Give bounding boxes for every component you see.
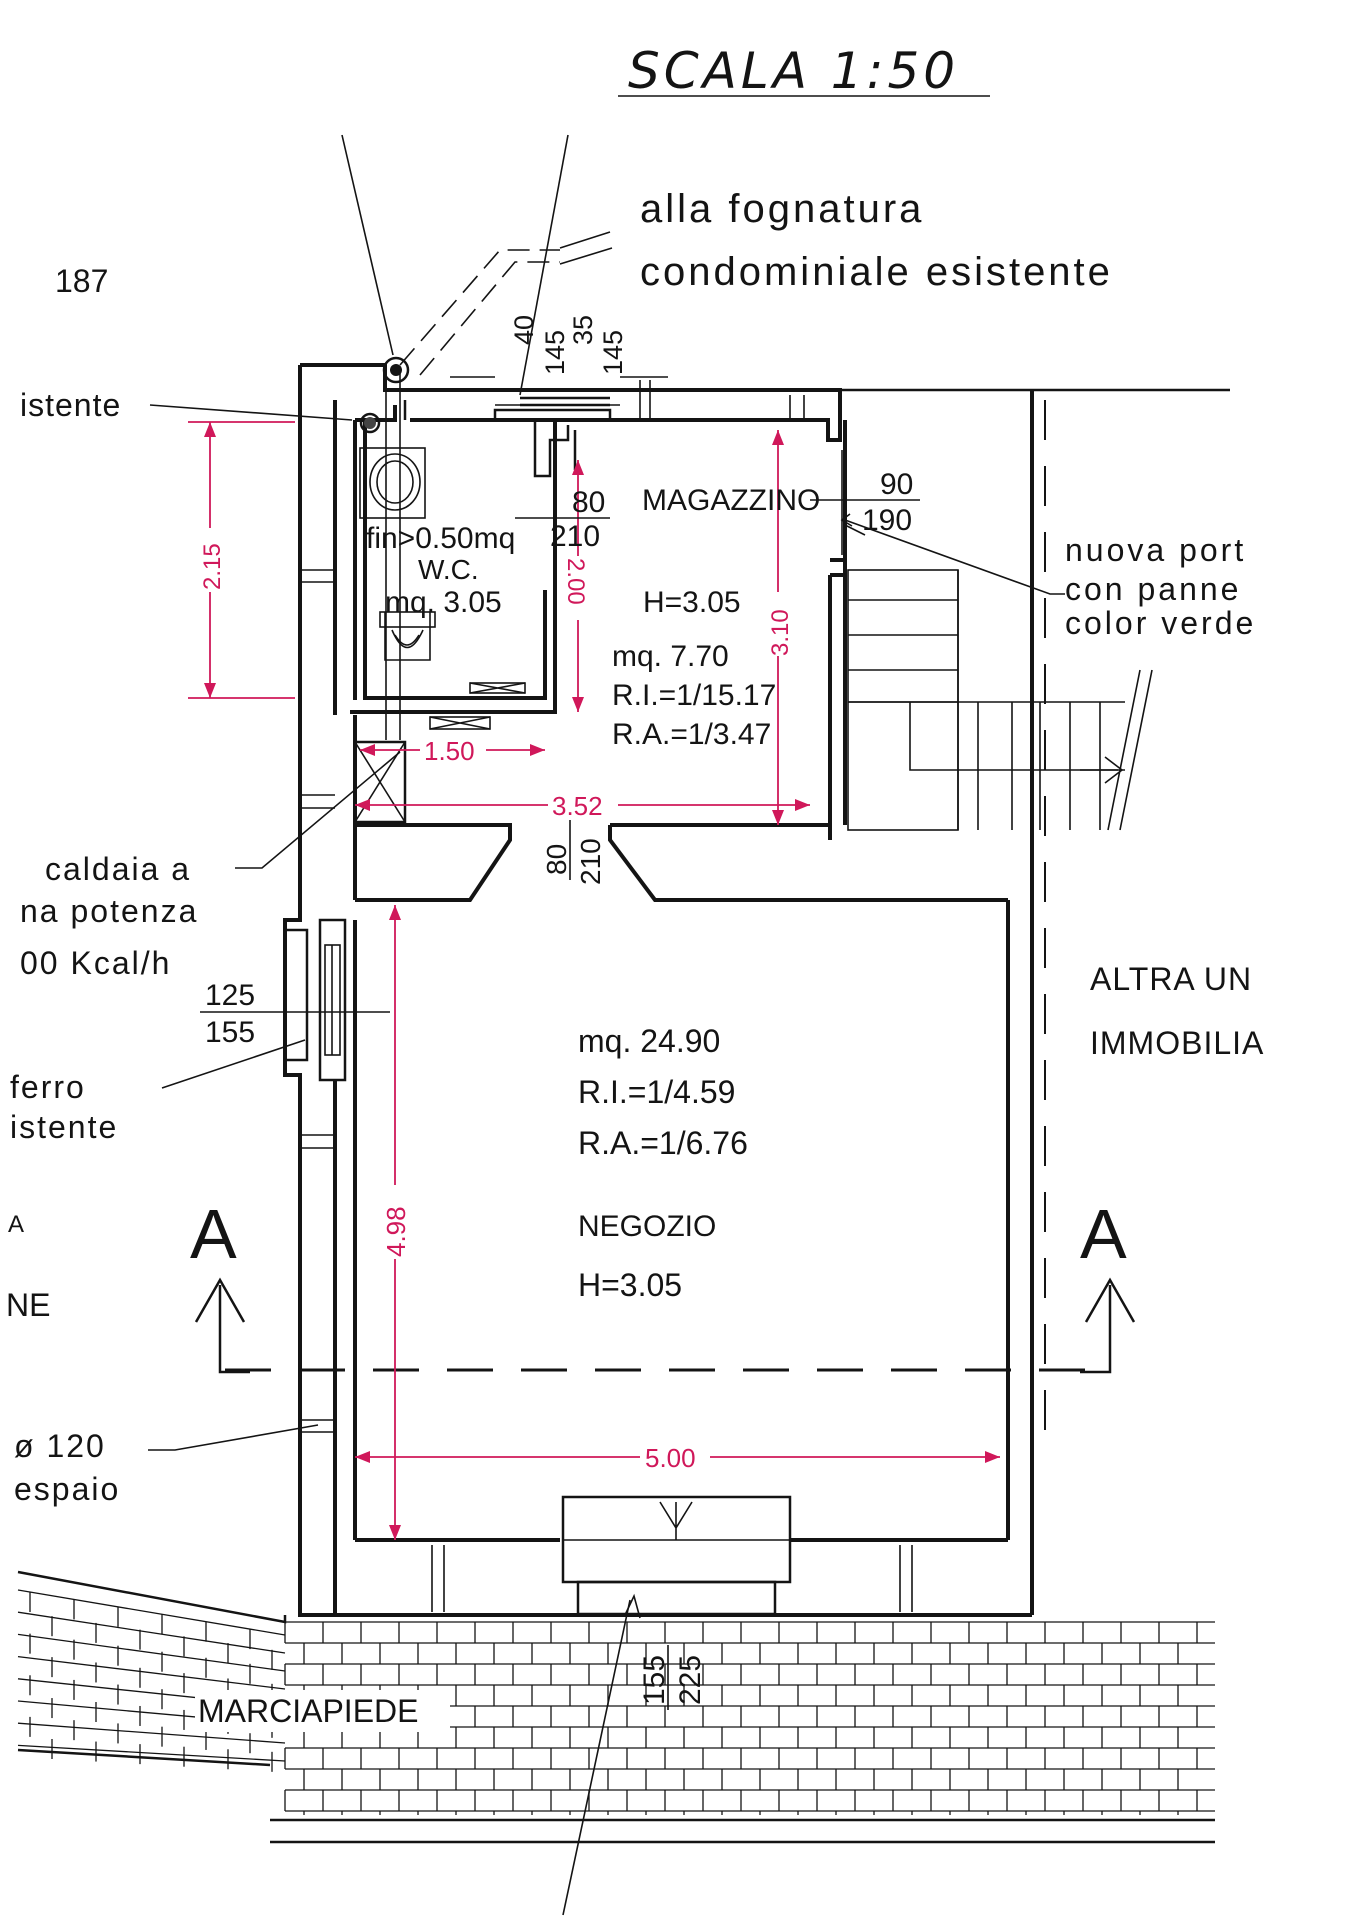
sewer-note-line1: alla fognatura: [640, 187, 924, 231]
magazzino-area: mq. 7.70: [612, 640, 729, 673]
section-marker-left: A: [190, 1195, 237, 1273]
toilet: [379, 611, 436, 661]
note-vespaio: espaio: [14, 1471, 120, 1507]
scale-title: SCALA 1:50: [628, 42, 959, 100]
note-other-unit-1: ALTRA UN: [1090, 961, 1252, 997]
note-door-3: color verde: [1065, 605, 1256, 641]
mag-window-height: 190: [862, 504, 912, 537]
leader-line: [519, 134, 569, 396]
negozio-height: H=3.05: [578, 1267, 682, 1303]
dimension-labels: 2.15 2.00 3.10 1.50 3.52 4.98 5.00: [198, 528, 794, 1473]
wc-area: mq. 3.05: [385, 586, 502, 619]
front-door-height: 225: [674, 1655, 707, 1705]
wc-fin: fin>0.50mq: [366, 522, 515, 555]
side-window-height: 155: [205, 1016, 255, 1049]
boiler: [353, 682, 526, 824]
pipe-symbols: [359, 356, 410, 740]
room-name-negozio: NEGOZIO: [578, 1210, 716, 1243]
wc-door-dimension: 80 210: [515, 486, 610, 553]
note-partial-a: A: [8, 1211, 24, 1238]
note-caldaia-1: caldaia a: [45, 851, 191, 887]
washbasin: [359, 447, 426, 519]
left-annotations: istente caldaia a na potenza 00 Kcal/h f…: [6, 387, 401, 1507]
sewer-pipe: alla fognatura condominiale esistente: [399, 187, 1113, 376]
dimension-lines: [188, 421, 1000, 1540]
negozio-ri: R.I.=1/4.59: [578, 1074, 735, 1110]
dim-3-52: 3.52: [552, 791, 603, 821]
internal-door-dimension: 80 210: [541, 820, 606, 885]
magazzino-ra: R.A.=1/3.47: [612, 718, 771, 751]
wc-door-width: 80: [572, 486, 605, 519]
top-window: [493, 396, 612, 478]
room-negozio: mq. 24.90 R.I.=1/4.59 R.A.=1/6.76 NEGOZI…: [578, 1023, 748, 1303]
note-ferro-1: ferro: [10, 1069, 86, 1105]
leader-line: [341, 134, 394, 356]
negozio-ra: R.A.=1/6.76: [578, 1125, 748, 1161]
sidewalk-pavement: [17, 1570, 1215, 1844]
negozio-area: mq. 24.90: [578, 1023, 720, 1059]
int-door-width: 80: [541, 844, 572, 875]
note-caldaia-3: 00 Kcal/h: [20, 945, 171, 981]
top-w-dim-145a: 145: [540, 330, 570, 375]
right-annotations: nuova port con panne color verde ALTRA U…: [840, 513, 1264, 1061]
top-window-dimensions: 40 145 35 145: [495, 315, 628, 406]
magazzino-ri: R.I.=1/15.17: [612, 679, 776, 712]
front-door: [561, 1495, 792, 1916]
dim-4-98: 4.98: [381, 1206, 411, 1257]
top-w-dim-35: 35: [568, 315, 598, 345]
int-door-height: 210: [575, 838, 606, 885]
front-door-dimension: 155 225: [638, 1645, 707, 1710]
note-caldaia-2: na potenza: [20, 893, 198, 929]
top-w-dim-40: 40: [509, 315, 539, 345]
plot-number: 187: [55, 263, 108, 299]
wall-window-marks: [302, 376, 913, 1612]
note-partial-ne: NE: [6, 1287, 50, 1323]
sidewalk-label: MARCIAPIEDE: [198, 1693, 418, 1729]
side-window-width: 125: [205, 979, 255, 1012]
note-ferro-2: istente: [10, 1109, 118, 1145]
dim-5-00: 5.00: [645, 1443, 696, 1473]
room-magazzino: MAGAZZINO H=3.05 mq. 7.70 R.I.=1/15.17 R…: [612, 484, 820, 751]
dim-2-00: 2.00: [562, 558, 589, 605]
mag-window-width: 90: [880, 468, 913, 501]
scale-title-block: SCALA 1:50: [618, 42, 990, 100]
wc-door-height: 210: [550, 520, 600, 553]
dim-2-15: 2.15: [199, 543, 226, 590]
sidewalk-label-bg: [195, 1690, 450, 1732]
note-tube: ø 120: [14, 1428, 106, 1464]
room-name-wc: W.C.: [418, 554, 479, 585]
front-door-width: 155: [638, 1655, 671, 1705]
dim-3-10: 3.10: [767, 609, 794, 656]
sewer-note-line2: condominiale esistente: [640, 250, 1113, 294]
side-window-dimension: 125 155: [200, 979, 390, 1049]
note-door-2: con panne: [1065, 571, 1241, 607]
section-marker-right: A: [1080, 1195, 1127, 1273]
note-door-1: nuova port: [1065, 532, 1246, 568]
note-other-unit-2: IMMOBILIA: [1090, 1025, 1264, 1061]
room-wc: fin>0.50mq W.C. mq. 3.05: [366, 522, 515, 619]
note-istente-top: istente: [20, 387, 121, 423]
magazzino-window-dimension: 90 190: [810, 468, 920, 537]
stairs: [847, 569, 1153, 831]
top-w-dim-145b: 145: [598, 330, 628, 375]
section-line: A A: [190, 1195, 1136, 1374]
room-name-magazzino: MAGAZZINO: [642, 484, 820, 517]
magazzino-height: H=3.05: [643, 586, 741, 619]
side-window: [283, 918, 347, 1082]
dim-1-50: 1.50: [424, 736, 475, 766]
